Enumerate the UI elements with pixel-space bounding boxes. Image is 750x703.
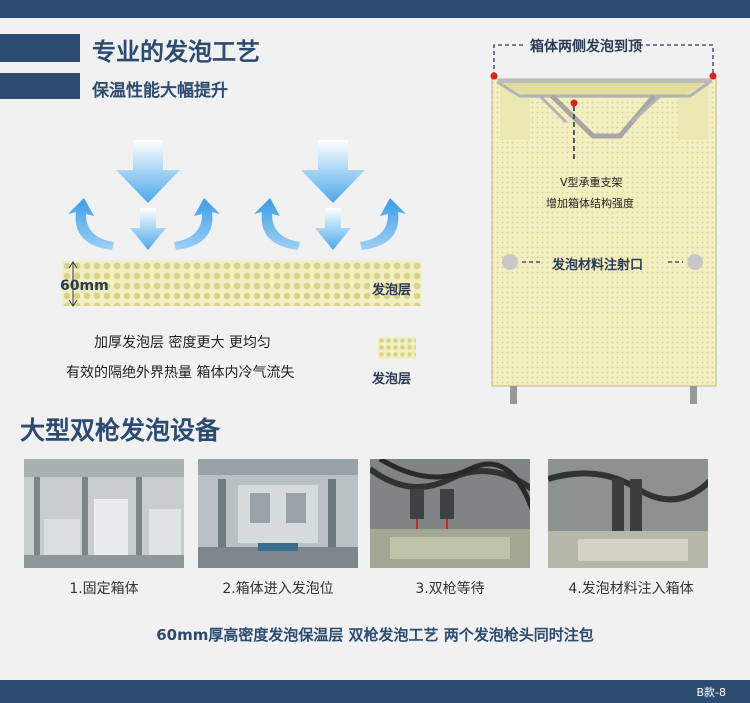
- page-subtitle: 保温性能大幅提升: [92, 81, 228, 101]
- step-photo-1: [24, 459, 184, 568]
- deflect-arrow-4: [360, 198, 406, 250]
- heat-arrow-large-right: [301, 140, 365, 203]
- step-caption-1: 1.固定箱体: [69, 581, 139, 597]
- summary-note: 60mm厚高密度发泡保温层 双枪发泡工艺 两个发泡枪头同时注包: [156, 626, 594, 644]
- marker-dot-support: [570, 99, 578, 107]
- page-code: B款-8: [696, 686, 726, 699]
- injection-port-left: [502, 254, 518, 270]
- top-foam-label: 箱体两侧发泡到顶: [530, 39, 642, 55]
- factory-image-3: [370, 459, 530, 568]
- factory-image-1: [24, 459, 184, 568]
- heat-arrow-large-left: [116, 140, 180, 203]
- legend-swatch: [378, 337, 416, 359]
- injection-port-label: 发泡材料注射口: [552, 258, 644, 273]
- step-caption-2: 2.箱体进入发泡位: [222, 581, 334, 597]
- factory-image-4: [548, 459, 708, 568]
- heat-arrow-small-2: [315, 208, 351, 250]
- step-caption-4: 4.发泡材料注入箱体: [568, 581, 694, 597]
- heat-arrow-small-1: [130, 208, 166, 250]
- deflect-arrow-1: [68, 198, 114, 250]
- top-callout-line: [493, 44, 714, 76]
- legend-label: 发泡层: [372, 372, 412, 387]
- thickness-label: 60mm: [60, 278, 109, 294]
- subtitle-accent-bar: [0, 73, 80, 99]
- support-label-2: 增加箱体结构强度: [546, 197, 634, 210]
- injection-port-right: [687, 254, 703, 270]
- support-label-1: V型承重支架: [560, 176, 623, 189]
- page-title: 专业的发泡工艺: [92, 38, 260, 66]
- deflect-arrow-2: [174, 198, 220, 250]
- marker-dot-left: [490, 72, 498, 80]
- factory-image-2: [198, 459, 358, 568]
- top-banner: [0, 0, 750, 18]
- bottom-banner: [0, 680, 750, 703]
- step-photo-2: [198, 459, 358, 568]
- title-accent-bar: [0, 34, 80, 62]
- step-photo-3: [370, 459, 530, 568]
- marker-dot-right: [709, 72, 717, 80]
- deflect-arrow-3: [254, 198, 300, 250]
- step-caption-3: 3.双枪等待: [415, 581, 485, 597]
- equipment-title: 大型双枪发泡设备: [20, 416, 221, 445]
- foam-layer: [62, 261, 422, 306]
- feature-note-2: 有效的隔绝外界热量 箱体内冷气流失: [66, 365, 295, 381]
- feature-note-1: 加厚发泡层 密度更大 更均匀: [94, 335, 271, 351]
- foam-layer-label: 发泡层: [372, 283, 412, 298]
- step-photo-4: [548, 459, 708, 568]
